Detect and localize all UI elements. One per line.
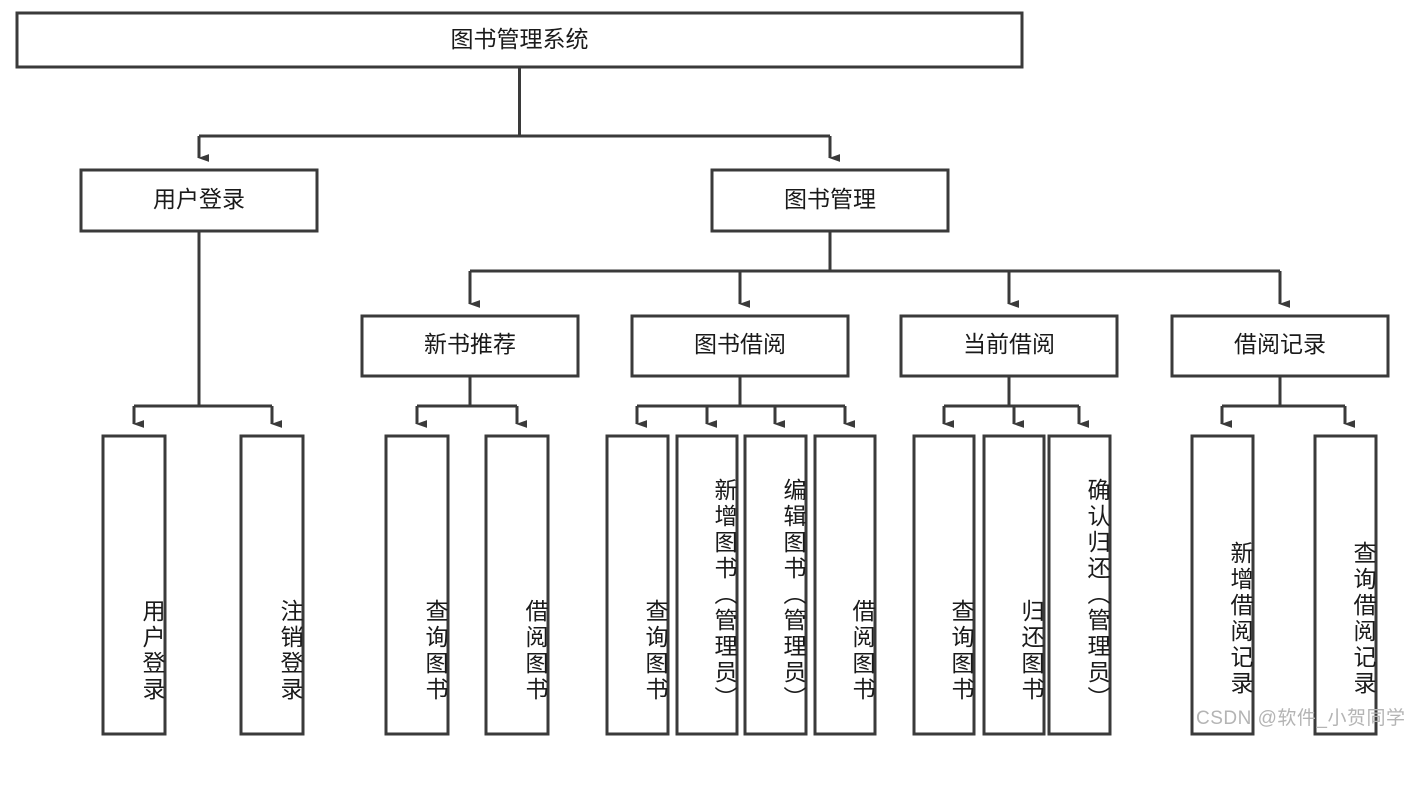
node-book-borrow-box[interactable] (630, 314, 850, 378)
node-root[interactable]: 图书管理系统 (15, 11, 1024, 69)
node-book-borrow[interactable]: 图书借阅 (630, 314, 850, 378)
node-leaf-borrow-book-2-box[interactable] (813, 434, 877, 736)
node-leaf-return-book-box[interactable] (982, 434, 1046, 736)
node-current-borrow[interactable]: 当前借阅 (899, 314, 1119, 378)
connector-group-new-book-recommend (415, 376, 527, 428)
connector-group-borrow-record (1220, 376, 1355, 428)
node-current-borrow-box[interactable] (899, 314, 1119, 378)
node-book-management-box[interactable] (710, 168, 950, 233)
node-leaf-query-book-2-box[interactable] (605, 434, 670, 736)
node-new-book-recommend[interactable]: 新书推荐 (360, 314, 580, 378)
connector-group-root (197, 67, 840, 162)
node-leaf-add-book-box[interactable] (675, 434, 739, 736)
node-leaf-user-login-box[interactable] (101, 434, 167, 736)
node-leaf-borrow-book-1-box[interactable] (484, 434, 550, 736)
node-leaf-query-book-1-box[interactable] (384, 434, 450, 736)
node-leaf-query-borrow-record-box[interactable] (1313, 434, 1378, 736)
node-current-borrow-label: 当前借阅 (963, 331, 1055, 357)
node-user-login-label: 用户登录 (153, 186, 245, 212)
connector-group-book-management (468, 231, 1290, 308)
node-root-label: 图书管理系统 (451, 26, 589, 52)
diagram-canvas-container: 图书管理系统 用户登录 图书管理 新书推荐 图书借阅 当前借阅 借阅记录 (15, 11, 1405, 736)
node-book-borrow-label: 图书借阅 (694, 331, 786, 357)
node-leaf-logout-login-box[interactable] (239, 434, 305, 736)
node-book-management[interactable]: 图书管理 (710, 168, 950, 233)
node-leaf-query-book-3-box[interactable] (912, 434, 976, 736)
node-borrow-record[interactable]: 借阅记录 (1170, 314, 1390, 378)
node-root-box[interactable] (15, 11, 1024, 69)
node-user-login-box[interactable] (79, 168, 319, 233)
node-borrow-record-label: 借阅记录 (1234, 331, 1326, 357)
connector-group-current-borrow (942, 376, 1089, 428)
node-borrow-record-box[interactable] (1170, 314, 1390, 378)
connector-group-book-borrow (635, 376, 855, 428)
connector-group-user-login (132, 231, 282, 428)
node-leaf-confirm-return-box[interactable] (1047, 434, 1112, 736)
org-chart-svg: 图书管理系统 用户登录 图书管理 新书推荐 图书借阅 当前借阅 借阅记录 (15, 11, 1390, 736)
csdn-watermark: CSDN @软件_小贺同学 (1196, 708, 1405, 729)
node-new-book-recommend-label: 新书推荐 (424, 331, 516, 357)
node-book-management-label: 图书管理 (784, 186, 876, 212)
node-new-book-recommend-box[interactable] (360, 314, 580, 378)
node-user-login[interactable]: 用户登录 (79, 168, 319, 233)
node-leaf-edit-book-box[interactable] (743, 434, 808, 736)
node-leaf-add-borrow-record-box[interactable] (1190, 434, 1255, 736)
